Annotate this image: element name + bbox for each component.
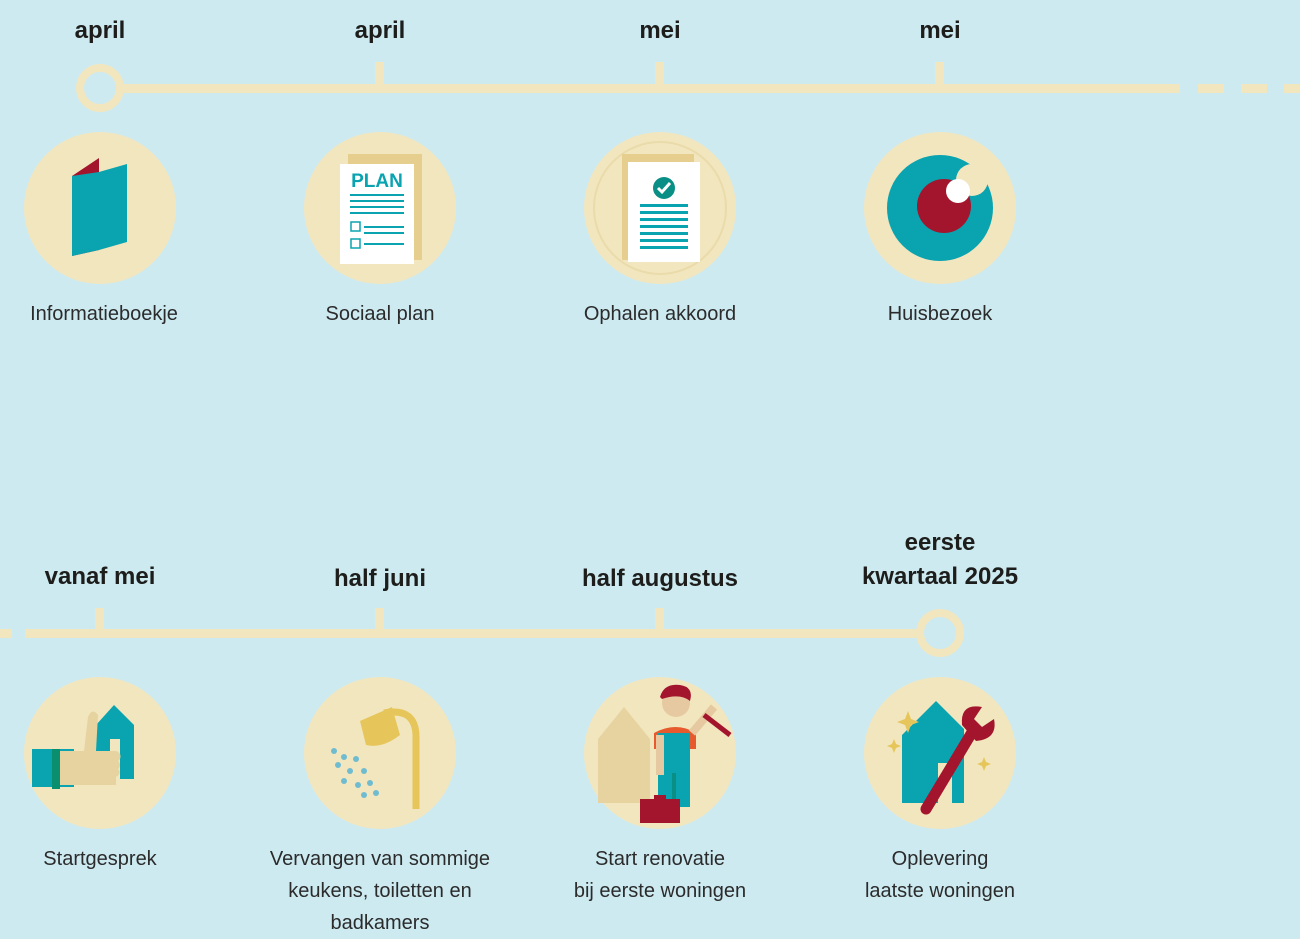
date-step-3: mei	[639, 17, 681, 44]
date-step-2: april	[354, 17, 406, 44]
bottom-timeline-line	[0, 608, 964, 657]
booklet-icon	[24, 132, 176, 284]
label-step-8: Oplevering laatste woningen	[864, 848, 1016, 902]
label-step-6: Vervangen van sommige keukens, toiletten…	[269, 848, 491, 934]
date-step-1: april	[74, 17, 126, 44]
date-step-7: half augustus	[581, 565, 738, 592]
svg-text:PLAN: PLAN	[351, 171, 403, 192]
label-step-3: Ophalen akkoord	[583, 303, 737, 325]
date-step-5: vanaf mei	[44, 563, 156, 590]
approved-document-icon	[584, 132, 736, 284]
label-step-4: Huisbezoek	[887, 303, 993, 325]
worker-icon	[584, 677, 736, 829]
label-step-2: Sociaal plan	[325, 303, 435, 325]
date-step-6: half juni	[334, 565, 426, 592]
top-timeline-line	[76, 62, 1300, 112]
label-step-7: Start renovatie bij eerste woningen	[573, 848, 747, 902]
house-wrench-icon	[864, 677, 1016, 829]
shower-icon	[304, 677, 456, 829]
eye-icon	[864, 132, 1016, 284]
date-step-4: mei	[919, 17, 961, 44]
label-step-1: Informatieboekje	[30, 303, 178, 325]
date-step-8: eerste kwartaal 2025	[861, 529, 1019, 590]
label-step-5: Startgesprek	[43, 848, 157, 870]
plan-document-icon: PLAN	[304, 132, 456, 284]
thumbs-up-house-icon	[24, 677, 176, 829]
